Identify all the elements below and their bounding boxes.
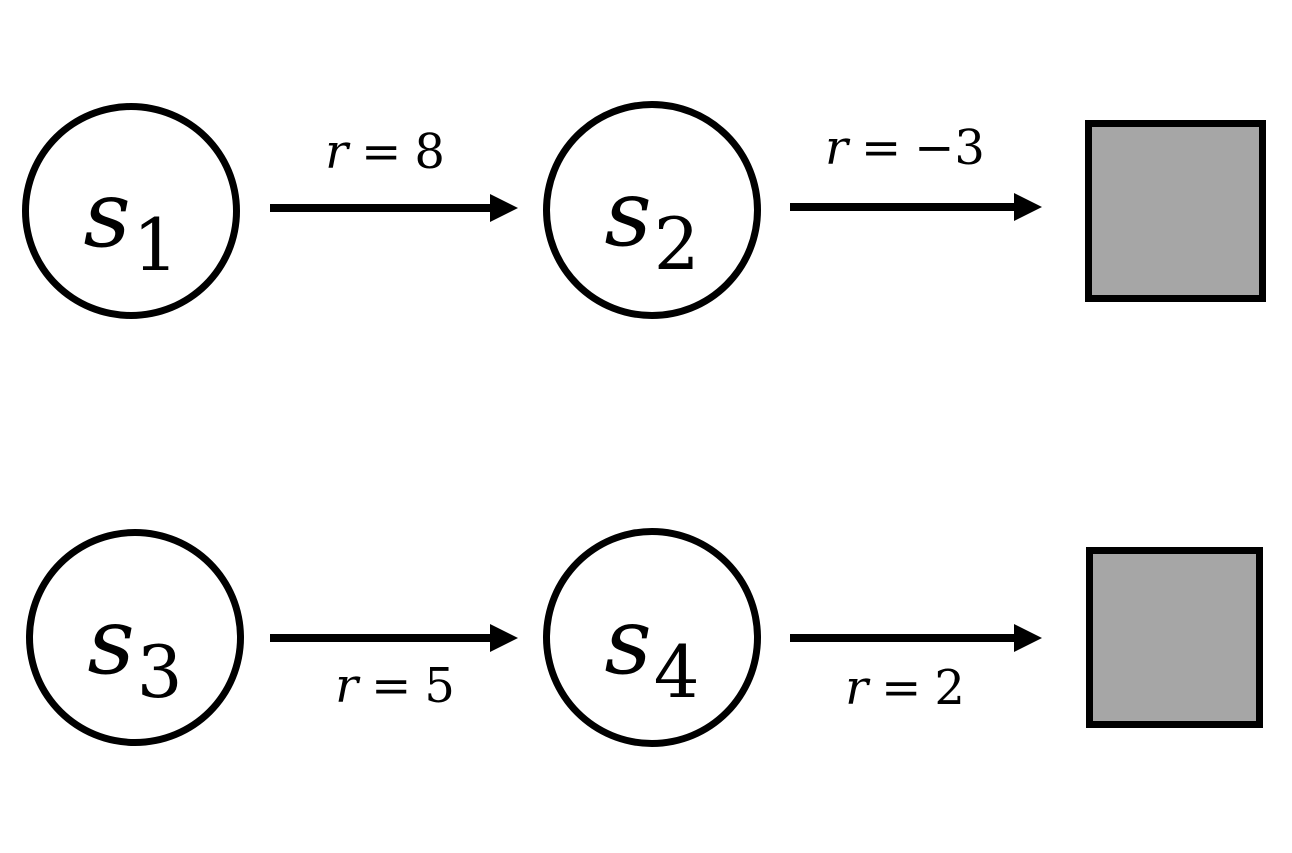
- state-label-s4: s 4: [604, 587, 699, 708]
- state-node-s2: s 2: [543, 101, 761, 319]
- transition-arrow-line-s2-terminal: [790, 203, 1016, 211]
- equals-sign: =: [860, 120, 902, 176]
- state-node-s4: s 4: [543, 528, 761, 747]
- state-label-subscript: 2: [653, 202, 700, 286]
- reward-label-r8: r = 8: [295, 128, 475, 184]
- state-label-base: s: [83, 161, 131, 268]
- arrowhead-icon: [1014, 624, 1042, 652]
- equals-sign: =: [361, 124, 402, 180]
- state-label-s1: s 1: [83, 161, 178, 282]
- reward-label-r2: r = 2: [815, 664, 995, 720]
- reward-variable: r: [845, 660, 869, 716]
- reward-value: 8: [414, 124, 445, 180]
- reward-label-r-minus3: r = −3: [805, 124, 1005, 180]
- arrowhead-icon: [1014, 193, 1042, 221]
- reward-value: 5: [424, 658, 455, 714]
- state-label-s2: s 2: [604, 160, 699, 281]
- reward-label-r5: r = 5: [305, 662, 485, 718]
- state-label-base: s: [604, 160, 652, 267]
- state-label-base: s: [604, 587, 652, 695]
- reward-variable: r: [325, 124, 349, 180]
- terminal-state-square-row2: [1086, 547, 1263, 728]
- equals-sign: =: [371, 658, 412, 714]
- state-label-s3: s 3: [87, 587, 182, 708]
- arrowhead-icon: [490, 624, 518, 652]
- equals-sign: =: [881, 660, 922, 716]
- state-label-subscript: 3: [136, 629, 183, 714]
- reward-value: −3: [914, 120, 985, 176]
- reward-variable: r: [825, 120, 848, 176]
- transition-arrow-line-s1-s2: [270, 204, 492, 212]
- reward-value: 2: [934, 660, 965, 716]
- state-node-s3: s 3: [26, 529, 244, 746]
- state-label-subscript: 1: [132, 203, 179, 287]
- state-label-base: s: [87, 587, 135, 695]
- state-label-subscript: 4: [653, 629, 700, 714]
- arrowhead-icon: [490, 194, 518, 222]
- terminal-state-square-row1: [1085, 120, 1266, 302]
- transition-arrow-line-s4-terminal: [790, 634, 1016, 642]
- reward-variable: r: [335, 658, 359, 714]
- state-node-s1: s 1: [22, 103, 240, 319]
- transition-arrow-line-s3-s4: [270, 634, 492, 642]
